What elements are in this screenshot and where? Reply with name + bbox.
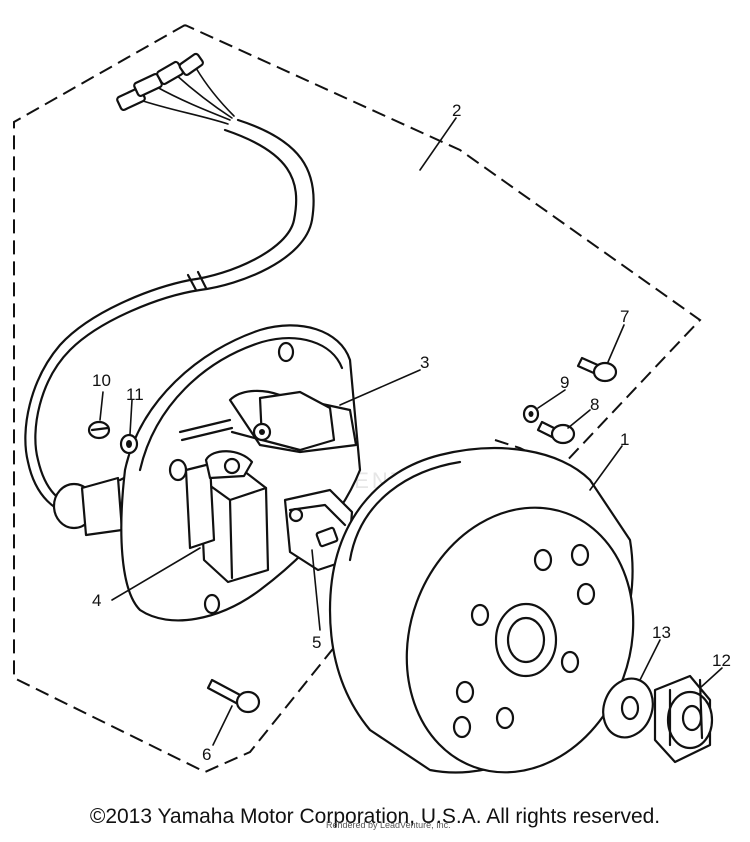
callout-9: 9 (560, 373, 569, 392)
source-coil (178, 389, 358, 454)
charging-coil (184, 450, 270, 584)
screw-7 (576, 356, 618, 383)
rendered-by-credit: Rendered by LeadVenture, Inc. (326, 820, 451, 830)
exploded-parts-diagram: ADVENTURE (13, 24, 731, 774)
screw-8 (536, 420, 576, 445)
nut-12 (653, 674, 714, 764)
callout-5: 5 (312, 633, 321, 652)
flywheel-rotor (328, 447, 635, 774)
screw-6 (206, 678, 261, 714)
washer-9 (522, 404, 540, 424)
washer-11 (119, 433, 139, 455)
leader-lines (99, 117, 723, 746)
connector-plugs (116, 52, 204, 111)
copyright-notice: ©2013 Yamaha Motor Corporation, U.S.A. A… (89, 805, 661, 828)
callout-4: 4 (92, 591, 101, 610)
callout-11: 11 (126, 385, 144, 404)
callout-3: 3 (420, 353, 429, 372)
assembly-boundary-dashed (13, 24, 702, 774)
callout-12: 12 (712, 651, 731, 670)
callout-8: 8 (590, 395, 599, 414)
callout-13: 13 (652, 623, 671, 642)
callout-7: 7 (620, 307, 629, 326)
callout-6: 6 (202, 745, 211, 764)
wire-harness (24, 52, 315, 517)
callout-2: 2 (452, 101, 461, 120)
washer-13 (602, 677, 654, 739)
callout-10: 10 (92, 371, 111, 390)
callout-1: 1 (620, 430, 629, 449)
grommet (52, 468, 148, 537)
screw-10 (87, 420, 111, 440)
